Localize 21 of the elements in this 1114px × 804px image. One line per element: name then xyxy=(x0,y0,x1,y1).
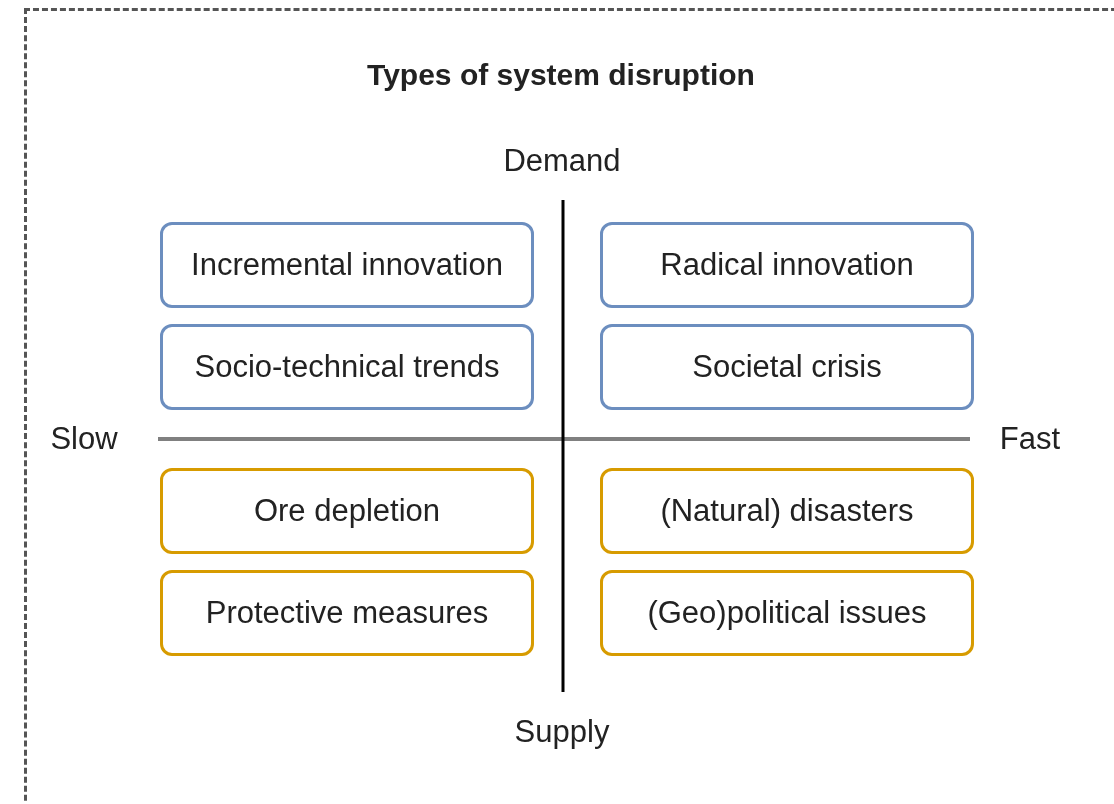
category-label: Radical innovation xyxy=(660,247,914,283)
axis-label: Supply xyxy=(514,714,610,750)
category-box xyxy=(600,468,974,554)
category-label: Protective measures xyxy=(205,595,489,631)
category-box xyxy=(160,468,534,554)
axis-label: Fast xyxy=(999,421,1061,457)
category-label: (Geo)political issues xyxy=(647,595,927,631)
category-label: Societal crisis xyxy=(692,349,882,385)
category-box xyxy=(600,324,974,410)
diagram-title: Types of system disruption xyxy=(367,58,755,92)
axis-label: Demand xyxy=(503,143,621,179)
category-box xyxy=(160,222,534,308)
category-label: Socio-technical trends xyxy=(194,349,500,385)
category-box xyxy=(160,324,534,410)
category-label: Incremental innovation xyxy=(191,247,503,283)
axis-label: Slow xyxy=(50,421,118,457)
category-label: (Natural) disasters xyxy=(660,493,914,529)
category-box xyxy=(600,222,974,308)
category-box xyxy=(600,570,974,656)
category-box xyxy=(160,570,534,656)
category-label: Ore depletion xyxy=(253,493,441,529)
